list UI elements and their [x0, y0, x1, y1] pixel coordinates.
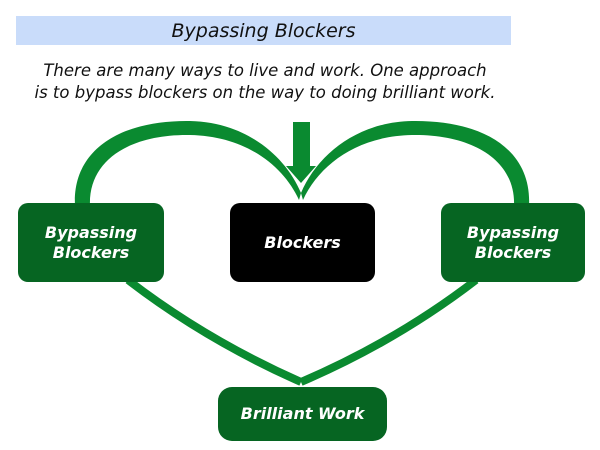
node-bypassing-blockers-left: Bypassing Blockers: [18, 203, 164, 282]
node-bottom-label: Brilliant Work: [240, 404, 365, 423]
subtitle: There are many ways to live and work. On…: [0, 60, 530, 104]
node-blockers: Blockers: [230, 203, 375, 282]
node-center-label: Blockers: [264, 232, 341, 252]
node-left-line-2: Blockers: [52, 242, 130, 262]
subtitle-line-1: There are many ways to live and work. On…: [43, 61, 487, 80]
heart-right-lobe: [301, 120, 530, 206]
node-right-line-2: Blockers: [474, 242, 552, 262]
heart-lower-right: [299, 276, 479, 386]
title-bar: Bypassing Blockers: [16, 16, 511, 45]
node-right-line-1: Bypassing: [466, 222, 560, 242]
heart-left-lobe: [74, 120, 301, 206]
subtitle-line-2: is to bypass blockers on the way to doin…: [34, 83, 496, 102]
page-title: Bypassing Blockers: [171, 19, 356, 42]
node-left-line-1: Bypassing: [44, 222, 138, 242]
heart-lower-left: [125, 276, 303, 386]
node-brilliant-work: Brilliant Work: [218, 387, 387, 441]
down-arrow-icon: [286, 122, 316, 183]
node-bypassing-blockers-right: Bypassing Blockers: [441, 203, 585, 282]
